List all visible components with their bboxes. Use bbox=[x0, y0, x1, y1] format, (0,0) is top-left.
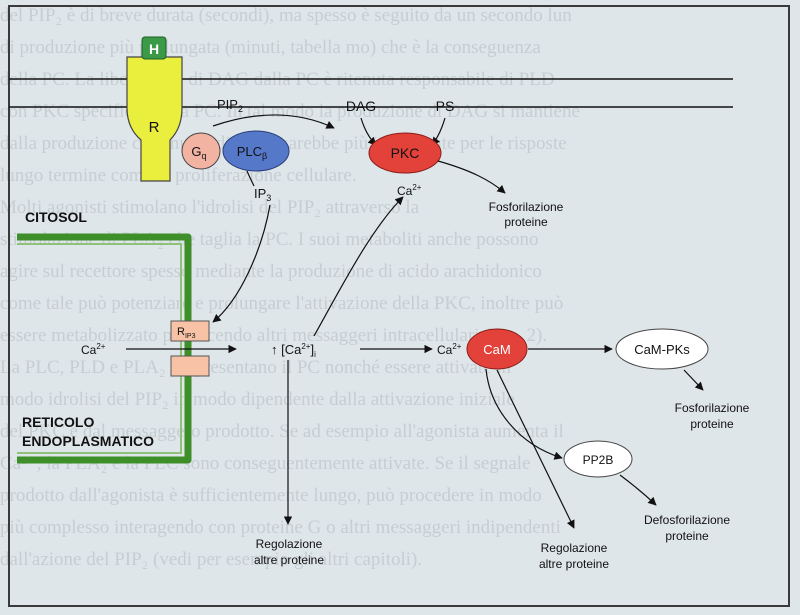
ip3-label: IP3 bbox=[254, 186, 271, 203]
arrow-dag-to-pkc bbox=[360, 117, 377, 146]
regulation-2-line1: Regolazione bbox=[541, 541, 608, 555]
dag-label: DAG bbox=[346, 98, 376, 114]
arrow-campks-to-phosphorylation bbox=[683, 369, 704, 391]
ca-intracellular-label: ↑ [Ca2+]i bbox=[271, 342, 316, 359]
regulation-1-line2: altre proteine bbox=[254, 553, 324, 567]
dephosphorylation-line2: proteine bbox=[665, 529, 709, 543]
arrow-pkc-to-phosphorylation bbox=[437, 160, 506, 194]
dephosphorylation-line1: Defosforilazione bbox=[644, 513, 730, 527]
plc-label: PLCβ bbox=[237, 144, 267, 161]
background-text-line: modo idrolisi del PIP₂ in modo dipendent… bbox=[0, 389, 515, 410]
phosphorylation-2-line2: proteine bbox=[690, 417, 734, 431]
background-text-line: del PKC e dal messaggero prodotto. Se ad… bbox=[0, 421, 564, 442]
regulation-1-line1: Regolazione bbox=[256, 537, 323, 551]
arrow-ca-to-pkc bbox=[313, 196, 404, 337]
calmodulin bbox=[466, 328, 528, 370]
background-text-line: Molti agonisti stimolano l'idrolisi del … bbox=[0, 197, 420, 218]
arrow-pp2b-to-dephosphorylation bbox=[619, 474, 657, 506]
arrow-ip3-to-receptor bbox=[212, 204, 271, 323]
hormone-label: H bbox=[149, 41, 159, 57]
arrow-cam-to-regulation-2 bbox=[496, 369, 575, 529]
background-text-line: come tale può potenziare e prolungare l'… bbox=[0, 293, 564, 314]
background-text-line: del PIP₂ è di breve durata (secondi), ma… bbox=[0, 5, 572, 26]
ca-near-pkc-label: Ca2+ bbox=[397, 183, 422, 198]
background-text-line: prodotto dall'agonista è sufficientement… bbox=[0, 485, 542, 506]
background-text-line: La PLC, PLD e PLA₂ rappresentano il PC n… bbox=[0, 357, 512, 378]
frame bbox=[8, 5, 790, 607]
arrow-cam-to-pp2b bbox=[485, 368, 563, 460]
pkc-label: PKC bbox=[391, 145, 420, 161]
cytosol-label: CITOSOL bbox=[25, 209, 87, 225]
phosphorylation-1-line1: Fosforilazione bbox=[489, 200, 564, 214]
background-text-line: più complesso interagendo con proteine G… bbox=[0, 517, 561, 538]
pp2b-label: PP2B bbox=[583, 453, 614, 467]
hormone-shape bbox=[141, 36, 167, 60]
background-text-line: di produzione più prolungata (minuti, ta… bbox=[0, 37, 541, 58]
background-text-line: agire sul recettore spesso mediante la p… bbox=[0, 261, 542, 282]
ca-er-label: Ca2+ bbox=[81, 342, 106, 357]
calmodulin-label: CaM bbox=[483, 342, 510, 357]
pip2-label: PIP2 bbox=[217, 97, 243, 114]
pkc-enzyme bbox=[368, 132, 442, 174]
arrow-pip2-to-dag bbox=[212, 114, 335, 129]
ip3-receptor-channel bbox=[170, 320, 210, 342]
gq-protein bbox=[181, 132, 221, 170]
phosphorylation-2-line1: Fosforilazione bbox=[675, 401, 750, 415]
regulation-2-line2: altre proteine bbox=[539, 557, 609, 571]
cam-pks-enzyme bbox=[615, 328, 709, 370]
receptor-label: R bbox=[149, 119, 160, 136]
er-label-line2: ENDOPLASMATICO bbox=[22, 433, 154, 449]
phosphorylation-1-line2: proteine bbox=[504, 215, 548, 229]
cam-pks-label: CaM-PKs bbox=[634, 342, 690, 357]
background-text-line: dall'azione del PIP₂ (vedi per esempio g… bbox=[0, 549, 423, 570]
gq-label: Gq bbox=[191, 144, 206, 161]
er-label-line1: RETICOLO bbox=[22, 414, 94, 430]
background-text-line: essere metabolizzato producendo altri me… bbox=[0, 325, 548, 346]
ps-label: PS bbox=[436, 98, 455, 114]
er-channel-lower bbox=[170, 355, 210, 377]
arrow-plc-to-ip3 bbox=[246, 170, 255, 187]
ca-cam-label: Ca2+ bbox=[437, 342, 462, 357]
receptor-shape bbox=[126, 56, 183, 182]
plc-beta-enzyme bbox=[222, 130, 290, 172]
pp2b-phosphatase bbox=[563, 440, 633, 478]
ip3-receptor-label: RIP3 bbox=[177, 326, 196, 340]
